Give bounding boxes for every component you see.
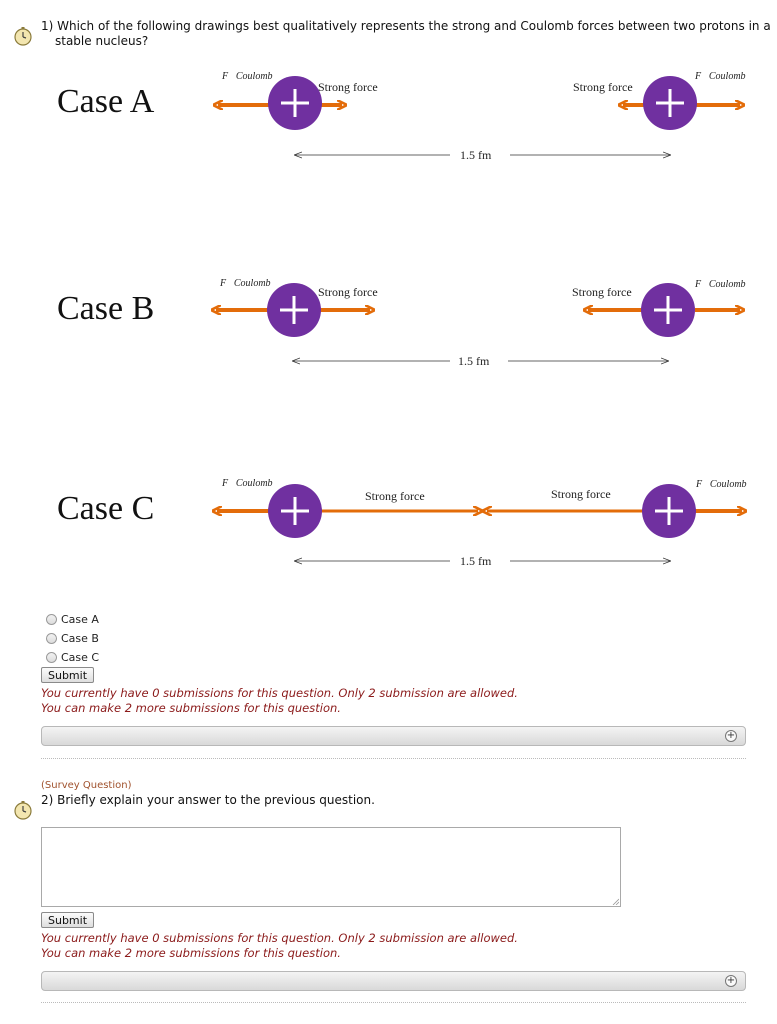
plus-sign-icon [280, 296, 308, 324]
divider [41, 758, 746, 759]
strong-force-label: Strong force [573, 80, 633, 94]
strong-force-label: Strong force [572, 285, 632, 299]
option-label: Case C [61, 651, 100, 664]
case-c-figure [40, 484, 760, 580]
case-b-label: Case B [57, 290, 155, 327]
radio-button[interactable] [46, 652, 57, 663]
stopwatch-icon [14, 27, 32, 46]
submit-button-q2[interactable]: Submit [41, 912, 95, 928]
option-case-b[interactable]: Case B [46, 632, 99, 645]
submission-count-warning: You currently have 0 submissions for thi… [41, 686, 518, 700]
strong-force-label: Strong force [318, 285, 378, 299]
coulomb-label: F⃗Coulomb [695, 279, 746, 290]
coulomb-label: F⃗Coulomb [220, 278, 271, 289]
explanation-textarea[interactable] [41, 827, 621, 907]
stopwatch-icon [14, 801, 32, 820]
radio-button[interactable] [46, 614, 57, 625]
submit-button-q1[interactable]: Submit [41, 667, 95, 683]
submissions-remaining: You can make 2 more submissions for this… [41, 701, 341, 715]
plus-sign-icon [655, 497, 683, 525]
submissions-remaining: You can make 2 more submissions for this… [41, 946, 341, 960]
option-case-a[interactable]: Case A [46, 613, 99, 626]
case-c-diagram: Case C F⃗Coulomb Strong force Strong for… [40, 470, 760, 580]
option-case-c[interactable]: Case C [46, 651, 99, 664]
coulomb-label: F⃗Coulomb [222, 478, 273, 489]
divider [41, 1002, 746, 1003]
distance-label: 1.5 fm [460, 148, 492, 162]
plus-circle-icon[interactable]: + [725, 730, 737, 742]
coulomb-label: F⃗Coulomb [695, 71, 746, 82]
case-a-figure [40, 76, 760, 175]
coulomb-label: F⃗Coulomb [222, 71, 273, 82]
expand-bar-q2[interactable]: + [41, 971, 746, 991]
strong-force-label: Strong force [318, 80, 378, 94]
distance-label: 1.5 fm [460, 554, 492, 568]
strong-force-label: Strong force [365, 489, 425, 503]
survey-tag: (Survey Question) [41, 780, 132, 791]
question-1-line1: 1) Which of the following drawings best … [41, 19, 771, 33]
case-b-diagram: Case B F⃗Coulomb Strong force Strong for… [40, 270, 760, 380]
option-label: Case A [61, 613, 99, 626]
distance-label: 1.5 fm [458, 354, 490, 368]
question-1-text: 1) Which of the following drawings best … [41, 19, 771, 49]
case-a-label: Case A [57, 83, 155, 120]
question-1-line2: stable nucleus? [55, 34, 149, 48]
radio-button[interactable] [46, 633, 57, 644]
case-a-diagram: Case A F⃗Coulomb Strong force Strong for… [40, 65, 760, 175]
plus-sign-icon [281, 89, 309, 117]
plus-sign-icon [654, 296, 682, 324]
case-b-figure [40, 283, 760, 380]
resize-grip-icon[interactable] [611, 897, 619, 905]
plus-sign-icon [281, 497, 309, 525]
option-label: Case B [61, 632, 99, 645]
expand-bar-q1[interactable]: + [41, 726, 746, 746]
case-c-label: Case C [57, 490, 155, 527]
strong-force-label: Strong force [551, 487, 611, 501]
question-2-text: 2) Briefly explain your answer to the pr… [41, 793, 375, 807]
submission-count-warning: You currently have 0 submissions for thi… [41, 931, 518, 945]
plus-sign-icon [656, 89, 684, 117]
plus-circle-icon[interactable]: + [725, 975, 737, 987]
coulomb-label: F⃗Coulomb [696, 479, 747, 490]
